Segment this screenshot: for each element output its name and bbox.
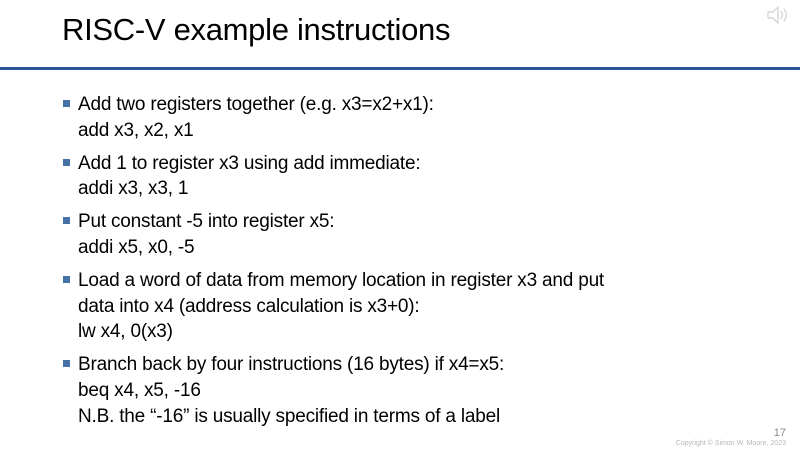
bullet-text: Load a word of data from memory location… — [78, 269, 605, 291]
bullet-item-branch: Branch back by four instructions (16 byt… — [63, 352, 753, 429]
bullet-square-icon — [63, 360, 70, 368]
bullet-head-line: Put constant -5 into register x5: — [63, 209, 753, 235]
bullet-head-line: Load a word of data from memory location… — [63, 268, 753, 294]
bullet-text: Add two registers together (e.g. x3=x2+x… — [78, 94, 434, 115]
bullet-square-icon — [63, 158, 70, 166]
code-line: beq x4, x5, -16 — [78, 379, 201, 401]
code-line: addi x3, x3, 1 — [78, 178, 189, 200]
bullet-head-line: Add 1 to register x3 using add immediate… — [63, 151, 753, 177]
footer: 17 Copyright © Simon W. Moore, 2023 — [676, 427, 786, 448]
audio-speaker-icon[interactable] — [766, 5, 792, 25]
code-line: addi x5, x0, -5 — [78, 236, 195, 258]
bullet-square-icon — [63, 217, 70, 225]
note-line: N.B. the “-16” is usually specified in t… — [78, 405, 500, 427]
bullet-text: Branch back by four instructions (16 byt… — [78, 354, 505, 376]
bullet-text: Add 1 to register x3 using add immediate… — [78, 152, 421, 174]
bullet-item-add-immediate: Add 1 to register x3 using add immediate… — [63, 151, 753, 203]
copyright-notice: Copyright © Simon W. Moore, 2023 — [675, 440, 786, 447]
bullet-item-constant: Put constant -5 into register x5: addi x… — [63, 209, 753, 261]
title-divider-rule — [0, 67, 800, 70]
bullet-item-add-registers: Add two registers together (e.g. x3=x2+x… — [63, 92, 753, 144]
bullet-text: Put constant -5 into register x5: — [78, 211, 335, 233]
bullet-head-line: Add two registers together (e.g. x3=x2+x… — [63, 92, 753, 118]
page-number: 17 — [773, 427, 786, 439]
code-line: lw x4, 0(x3) — [78, 321, 173, 343]
bullet-head-line: Branch back by four instructions (16 byt… — [63, 352, 753, 378]
bullet-square-icon — [63, 100, 70, 107]
code-line: add x3, x2, x1 — [78, 119, 194, 141]
bullet-item-load-word: Load a word of data from memory location… — [63, 268, 753, 345]
bullet-wrap-line: data into x4 (address calculation is x3+… — [78, 295, 420, 317]
page-title: RISC-V example instructions — [62, 12, 451, 47]
bullet-list: Add two registers together (e.g. x3=x2+x… — [63, 92, 753, 437]
bullet-square-icon — [63, 275, 70, 283]
